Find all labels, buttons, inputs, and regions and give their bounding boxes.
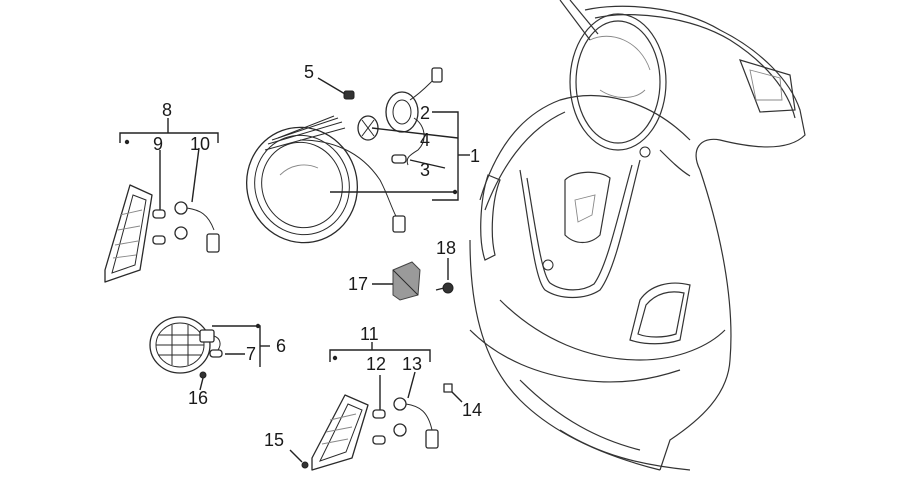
callout-13: 13 (402, 354, 422, 374)
scooter-front-shield (469, 0, 806, 471)
callout-8: 8 (162, 100, 172, 120)
clip-17 (392, 261, 421, 301)
badge-light-lens (149, 316, 211, 374)
bulb-4 (357, 115, 379, 141)
callout-4: 4 (420, 130, 430, 150)
bulb-7 (209, 349, 223, 358)
parking-bulb-3 (391, 154, 407, 164)
callout-7: 7 (246, 344, 256, 364)
socket-13 (393, 397, 439, 449)
clip-14 (443, 383, 453, 393)
bulb-9 (152, 209, 166, 219)
callout-14: 14 (462, 400, 482, 420)
callout-12: 12 (366, 354, 386, 374)
callout-15: 15 (264, 430, 284, 450)
bulb-12 (372, 409, 386, 419)
callout-1: 1 (470, 146, 480, 166)
screw-16 (199, 371, 207, 379)
right-turn-signal-group (289, 342, 463, 471)
headlight-assembly (245, 67, 470, 244)
clip-group (372, 258, 454, 301)
callout-16: 16 (188, 388, 208, 408)
callout-3: 3 (420, 160, 430, 180)
callout-10: 10 (190, 134, 210, 154)
screw-18 (435, 282, 454, 294)
screw-15 (301, 461, 309, 469)
callout-6: 6 (276, 336, 286, 356)
socket-10 (174, 201, 220, 253)
badge-light-group (149, 316, 270, 391)
callout-2: 2 (420, 103, 430, 123)
headlight-housing (245, 115, 406, 244)
callout-11: 11 (360, 324, 379, 344)
callout-9: 9 (153, 134, 163, 154)
bulb-holder-2 (385, 67, 443, 166)
callout-labels: 5 2 4 3 1 8 9 10 6 7 16 17 18 11 12 13 1… (153, 62, 482, 450)
left-turn-lens (104, 184, 153, 283)
screw-5 (317, 77, 355, 100)
callout-17: 17 (348, 274, 368, 294)
bracket-1 (432, 111, 459, 201)
left-turn-signal-group (104, 118, 220, 283)
right-turn-lens (311, 394, 369, 471)
callout-5: 5 (304, 62, 314, 82)
callout-18: 18 (436, 238, 456, 258)
